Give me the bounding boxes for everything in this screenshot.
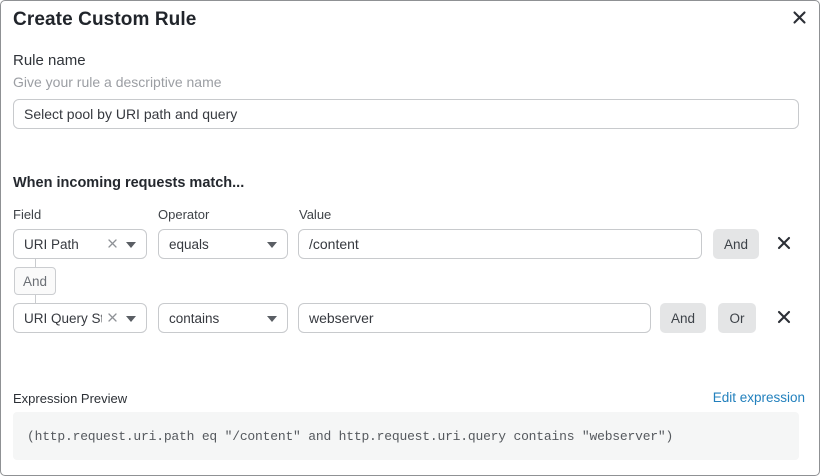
caret-down-icon <box>126 309 136 327</box>
edit-expression-link[interactable]: Edit expression <box>712 390 805 405</box>
row2-operator-select[interactable]: contains <box>158 303 288 333</box>
x-icon <box>777 236 791 253</box>
row1-value-input[interactable] <box>298 229 702 259</box>
x-icon <box>777 310 791 327</box>
row1-and-button[interactable]: And <box>713 229 759 259</box>
expression-preview-label: Expression Preview <box>13 391 128 406</box>
match-heading: When incoming requests match... <box>13 175 245 191</box>
row2-and-button[interactable]: And <box>660 303 706 333</box>
caret-down-icon <box>267 309 277 327</box>
row1-delete-button[interactable] <box>773 233 795 255</box>
rule-name-label: Rule name <box>13 52 86 69</box>
close-icon <box>792 10 807 28</box>
row1-operator-value: equals <box>169 236 209 252</box>
clear-icon[interactable] <box>108 235 117 253</box>
column-label-value: Value <box>299 207 332 222</box>
column-label-field: Field <box>13 207 42 222</box>
clear-icon[interactable] <box>108 309 117 327</box>
caret-down-icon <box>126 235 136 253</box>
and-connector-badge: And <box>14 267 56 295</box>
caret-down-icon <box>267 235 277 253</box>
row2-field-value: URI Query St... <box>24 310 102 326</box>
rule-name-input[interactable] <box>13 99 799 129</box>
row2-or-button[interactable]: Or <box>718 303 756 333</box>
connector-line-bottom <box>35 295 36 303</box>
row1-field-select[interactable]: URI Path <box>13 229 147 259</box>
rule-name-helper: Give your rule a descriptive name <box>13 74 222 90</box>
row2-field-select[interactable]: URI Query St... <box>13 303 147 333</box>
row1-operator-select[interactable]: equals <box>158 229 288 259</box>
connector-line-top <box>35 259 36 267</box>
expression-code: (http.request.uri.path eq "/content" and… <box>27 428 674 444</box>
row2-operator-value: contains <box>169 310 220 326</box>
expression-code-box: (http.request.uri.path eq "/content" and… <box>13 412 799 460</box>
row1-field-value: URI Path <box>24 236 79 252</box>
close-button[interactable] <box>788 8 810 30</box>
column-label-operator: Operator <box>158 207 210 222</box>
dialog-title: Create Custom Rule <box>13 9 197 30</box>
row2-value-input[interactable] <box>298 303 651 333</box>
row2-delete-button[interactable] <box>773 307 795 329</box>
